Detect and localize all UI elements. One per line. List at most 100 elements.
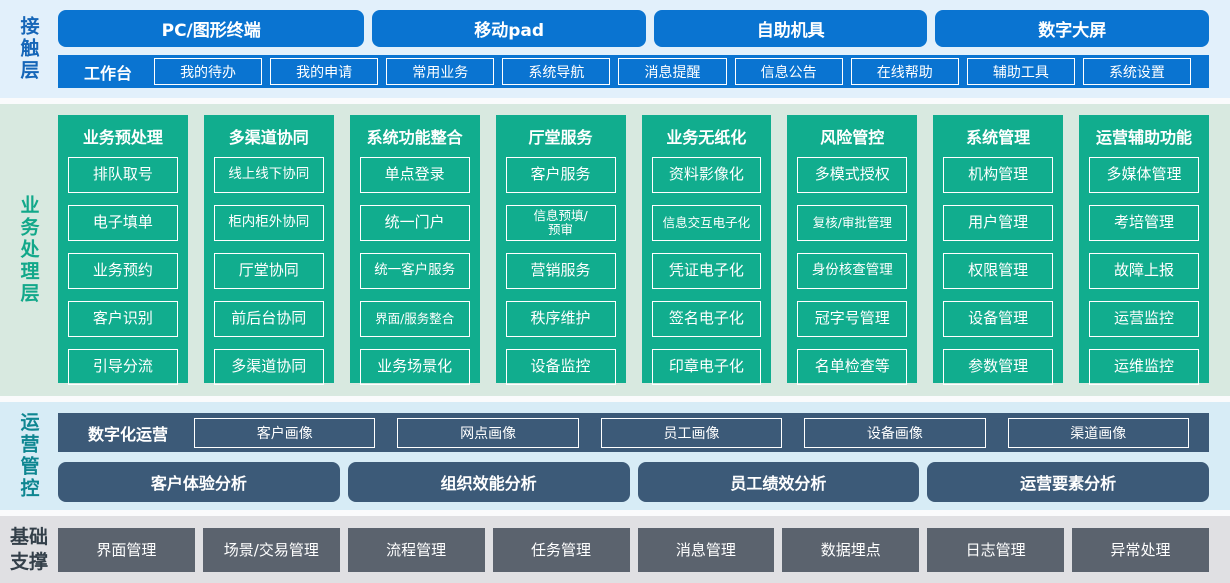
business-item: 统一门户 xyxy=(359,205,470,241)
workbench-items: 我的待办我的申请常用业务系统导航消息提醒信息公告在线帮助辅助工具系统设置 xyxy=(154,58,1191,85)
business-column-items: 单点登录统一门户统一客户服务界面/服务整合业务场景化 xyxy=(350,151,480,385)
business-column-title: 运营辅助功能 xyxy=(1096,128,1193,147)
foundation-item: 异常处理 xyxy=(1072,527,1209,572)
digital-operations-bar: 数字化运营 客户画像网点画像员工画像设备画像渠道画像 xyxy=(58,413,1209,452)
business-column-items: 排队取号电子填单业务预约客户识别引导分流 xyxy=(58,151,188,385)
profile-item: 设备画像 xyxy=(804,417,986,448)
business-column: 厅堂服务客户服务信息预填/ 预审营销服务秩序维护设备监控 xyxy=(495,115,626,385)
business-column: 系统管理机构管理用户管理权限管理设备管理参数管理 xyxy=(933,115,1064,385)
workbench-item: 消息提醒 xyxy=(618,58,727,85)
channel-button: 自助机具 xyxy=(653,10,928,47)
business-column: 多渠道协同线上线下协同柜内柜外协同厅堂协同前后台协同多渠道协同 xyxy=(203,115,334,385)
business-item: 线上线下协同 xyxy=(213,157,324,193)
workbench-item: 在线帮助 xyxy=(850,58,959,85)
business-item: 柜内柜外协同 xyxy=(213,205,324,241)
foundation-item: 任务管理 xyxy=(492,527,630,572)
business-column-title: 业务预处理 xyxy=(82,128,163,147)
business-columns: 业务预处理排队取号电子填单业务预约客户识别引导分流多渠道协同线上线下协同柜内柜外… xyxy=(58,104,1209,396)
business-column-title: 系统管理 xyxy=(966,128,1031,147)
business-item: 多媒体管理 xyxy=(1089,157,1199,193)
business-column: 业务无纸化资料影像化信息交互电子化凭证电子化签名电子化印章电子化 xyxy=(641,115,772,385)
business-item: 信息交互电子化 xyxy=(651,205,762,241)
business-item: 印章电子化 xyxy=(651,349,762,385)
business-item: 多模式授权 xyxy=(797,157,908,193)
business-column-items: 线上线下协同柜内柜外协同厅堂协同前后台协同多渠道协同 xyxy=(204,151,334,385)
business-item: 客户服务 xyxy=(505,157,616,193)
business-item: 引导分流 xyxy=(68,349,178,385)
business-item: 秩序维护 xyxy=(505,301,616,337)
foundation-item: 场景/交易管理 xyxy=(202,527,340,572)
business-item: 排队取号 xyxy=(68,157,178,193)
business-item: 统一客户服务 xyxy=(359,253,470,289)
operations-layer-band: 运营管控 数字化运营 客户画像网点画像员工画像设备画像渠道画像 客户体验分析组织… xyxy=(0,402,1230,510)
business-item: 凭证电子化 xyxy=(651,253,762,289)
business-item: 考培管理 xyxy=(1089,205,1199,241)
workbench-item: 系统设置 xyxy=(1082,58,1191,85)
business-item: 业务场景化 xyxy=(359,349,470,385)
foundation-layer-label: 基础支撑 xyxy=(9,525,48,573)
business-column-items: 多媒体管理考培管理故障上报运营监控运维监控 xyxy=(1079,151,1209,385)
business-item: 营销服务 xyxy=(505,253,616,289)
profile-item: 渠道画像 xyxy=(1007,417,1189,448)
business-column-items: 资料影像化信息交互电子化凭证电子化签名电子化印章电子化 xyxy=(642,151,772,385)
foundation-layer-band: 基础支撑 界面管理场景/交易管理流程管理任务管理消息管理数据埋点日志管理异常处理 xyxy=(0,516,1230,583)
business-column: 业务预处理排队取号电子填单业务预约客户识别引导分流 xyxy=(58,115,188,385)
business-item: 权限管理 xyxy=(943,253,1054,289)
business-layer-band: 业务处理层 业务预处理排队取号电子填单业务预约客户识别引导分流多渠道协同线上线下… xyxy=(0,104,1230,396)
business-item: 厅堂协同 xyxy=(213,253,324,289)
business-item: 前后台协同 xyxy=(213,301,324,337)
business-item: 客户识别 xyxy=(68,301,178,337)
business-item: 名单检查等 xyxy=(797,349,908,385)
foundation-item: 消息管理 xyxy=(637,527,775,572)
analysis-item: 员工绩效分析 xyxy=(637,462,920,502)
workbench-item: 我的待办 xyxy=(154,58,263,85)
profile-item: 网点画像 xyxy=(397,417,579,448)
workbench-item: 辅助工具 xyxy=(966,58,1075,85)
business-item: 参数管理 xyxy=(943,349,1054,385)
business-column-items: 多模式授权复核/审批管理身份核查管理冠字号管理名单检查等 xyxy=(787,151,917,385)
channel-button: 移动pad xyxy=(372,10,646,47)
business-column-items: 机构管理用户管理权限管理设备管理参数管理 xyxy=(933,151,1063,385)
business-item: 电子填单 xyxy=(68,205,178,241)
channel-button: PC/图形终端 xyxy=(58,10,365,47)
contact-layer-side: 接触层 xyxy=(0,0,58,98)
business-layer-side: 业务处理层 xyxy=(0,104,58,396)
business-item: 机构管理 xyxy=(943,157,1054,193)
foundation-items: 界面管理场景/交易管理流程管理任务管理消息管理数据埋点日志管理异常处理 xyxy=(58,516,1209,583)
channel-button: 数字大屏 xyxy=(935,10,1210,47)
business-item: 签名电子化 xyxy=(651,301,762,337)
profile-item: 客户画像 xyxy=(194,417,376,448)
contact-layer-label: 接触层 xyxy=(17,16,40,82)
profile-items: 客户画像网点画像员工画像设备画像渠道画像 xyxy=(194,417,1189,448)
business-column: 运营辅助功能多媒体管理考培管理故障上报运营监控运维监控 xyxy=(1079,115,1209,385)
business-item: 冠字号管理 xyxy=(797,301,908,337)
business-column-title: 厅堂服务 xyxy=(528,128,593,147)
business-item: 资料影像化 xyxy=(651,157,762,193)
foundation-item: 日志管理 xyxy=(927,527,1065,572)
analysis-item: 运营要素分析 xyxy=(927,462,1209,502)
foundation-item: 界面管理 xyxy=(58,527,195,572)
business-item: 多渠道协同 xyxy=(213,349,324,385)
business-item: 运维监控 xyxy=(1089,349,1199,385)
profile-item: 员工画像 xyxy=(600,417,783,448)
business-column-items: 客户服务信息预填/ 预审营销服务秩序维护设备监控 xyxy=(496,151,626,385)
analysis-row: 客户体验分析组织效能分析员工绩效分析运营要素分析 xyxy=(58,462,1209,502)
business-item: 信息预填/ 预审 xyxy=(505,205,616,241)
business-column-title: 业务无纸化 xyxy=(666,128,747,147)
business-item: 界面/服务整合 xyxy=(359,301,470,337)
workbench-bar: 工作台 我的待办我的申请常用业务系统导航消息提醒信息公告在线帮助辅助工具系统设置 xyxy=(58,55,1209,88)
workbench-item: 信息公告 xyxy=(734,58,843,85)
foundation-item: 数据埋点 xyxy=(782,527,920,572)
business-item: 故障上报 xyxy=(1089,253,1199,289)
analysis-item: 客户体验分析 xyxy=(58,462,340,502)
business-item: 单点登录 xyxy=(359,157,470,193)
business-item: 用户管理 xyxy=(943,205,1054,241)
business-item: 设备管理 xyxy=(943,301,1054,337)
foundation-layer-side: 基础支撑 xyxy=(0,516,58,583)
business-item: 复核/审批管理 xyxy=(797,205,908,241)
foundation-item: 流程管理 xyxy=(347,527,485,572)
workbench-label: 工作台 xyxy=(84,63,133,83)
business-column: 风险管控多模式授权复核/审批管理身份核查管理冠字号管理名单检查等 xyxy=(787,115,918,385)
